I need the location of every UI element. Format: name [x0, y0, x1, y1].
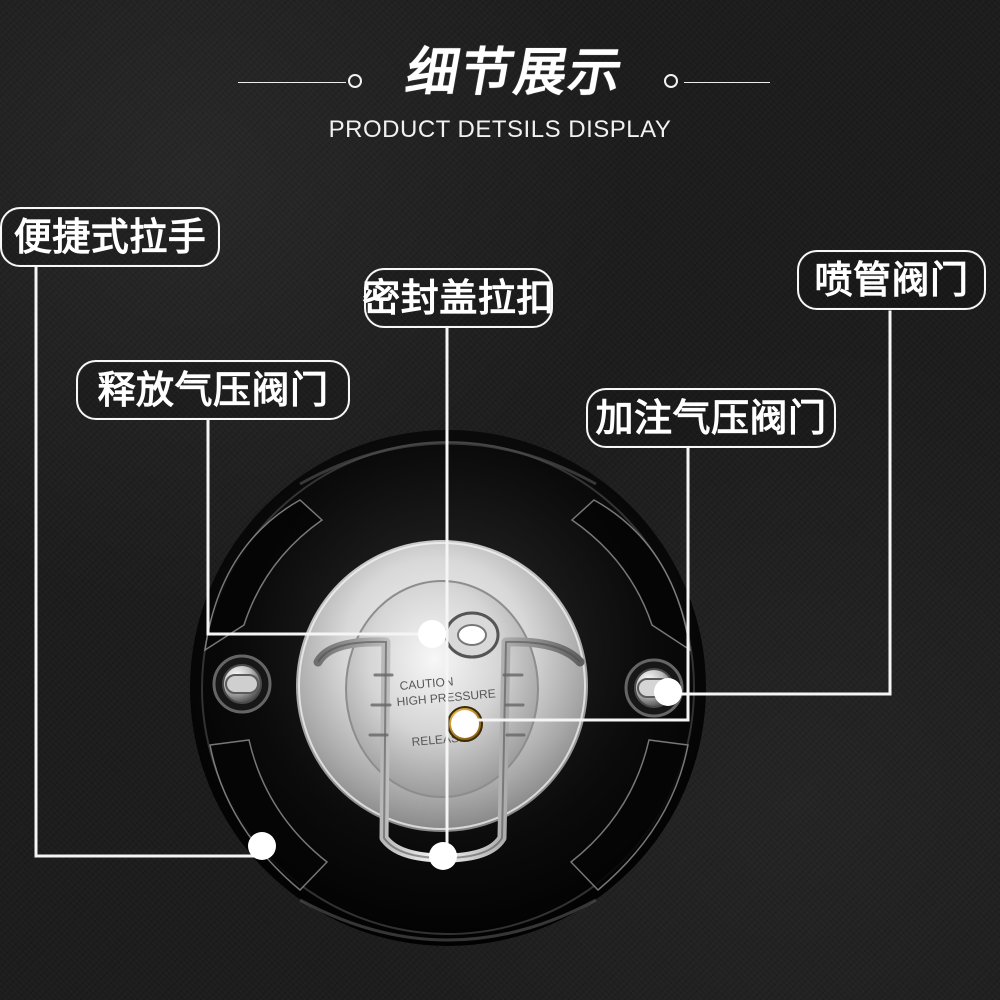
page-subtitle: PRODUCT DETSILS DISPLAY: [328, 116, 672, 143]
lid-latch-label: 密封盖拉扣: [362, 268, 554, 328]
left-valve-top: [225, 674, 259, 694]
handle-brackets: [368, 673, 526, 737]
spray-valve-callout-line: [666, 310, 892, 696]
right-upper-rib: [570, 499, 691, 652]
left-lower-rib: [209, 739, 329, 892]
title-left-line: [238, 82, 346, 83]
spray-valve-label: 喷管阀门: [797, 250, 986, 310]
handle-callout-line: [34, 266, 264, 858]
center-latch-inner-ring: [457, 624, 487, 646]
right-lower-rib: [569, 739, 689, 892]
cap-text-line-1: CAUTION: [399, 674, 454, 693]
callout-markers: [248, 620, 682, 870]
fill-valve-label: 加注气压阀门: [586, 388, 836, 448]
bottom-rim-curve: [299, 898, 597, 942]
title-right-ornament-icon: [664, 74, 678, 88]
steel-body-highlight: [298, 542, 586, 830]
callout-dot-icon: [429, 842, 457, 870]
left-upper-rib: [204, 499, 324, 652]
title-right-line: [684, 82, 770, 83]
release-valve-label: 释放气压阀门: [76, 360, 350, 420]
callout-dot-icon: [654, 678, 682, 706]
title-left-ornament-icon: [348, 74, 362, 88]
callout-dot-icon: [451, 710, 479, 738]
fill-valve-callout-line: [463, 446, 690, 722]
callout-dot-icon: [418, 620, 446, 648]
callout-dot-icon: [248, 832, 276, 860]
callout-lines: [34, 266, 892, 862]
release-valve-callout-line: [206, 418, 432, 636]
handle-label: 便捷式拉手: [0, 207, 220, 267]
